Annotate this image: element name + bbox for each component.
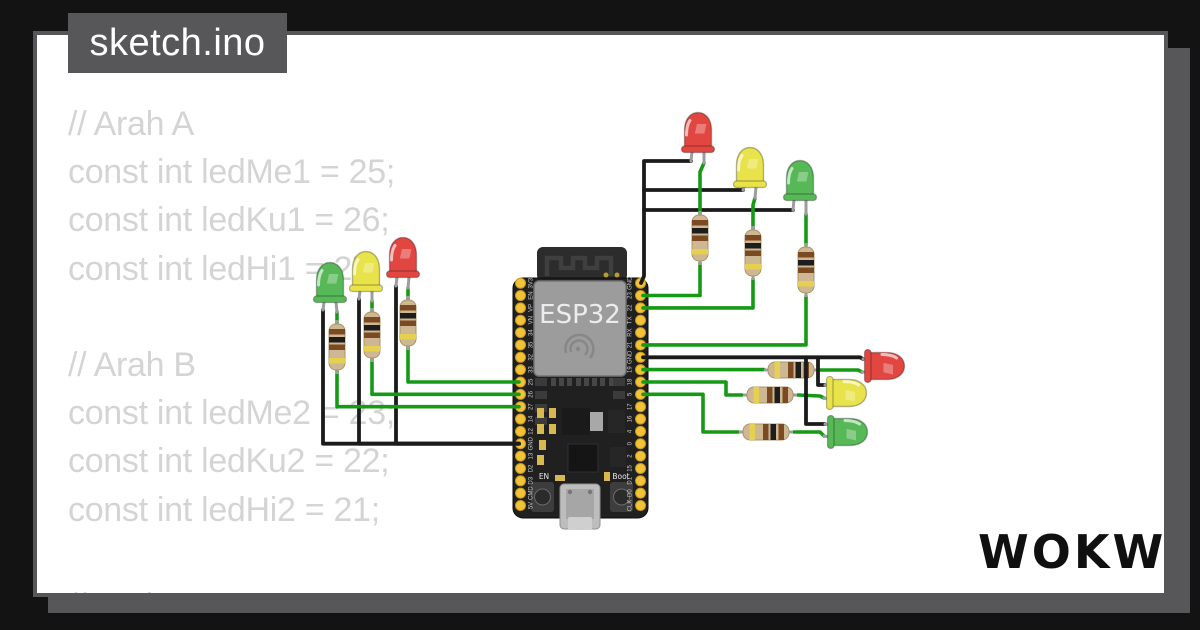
code-preview: // Arah A const int ledMe1 = 25; const int… [68,100,395,593]
code-line [68,293,395,341]
code-line: const int ledHi2 = 21; [68,490,380,529]
code-line: const int ledHi1 = 27; [68,249,380,288]
editor-page: // Arah A const int ledMe1 = 25; const int… [33,31,1168,597]
code-line: const int ledKu1 = 26; [68,201,390,240]
code-line: // Arah B [68,345,196,384]
code-line: const int ledMe1 = 25; [68,153,395,192]
sketch-tab[interactable]: sketch.ino [68,13,287,73]
code-line: const int ledMe2 = 23; [68,394,395,433]
code-line: // Arah A [68,105,194,143]
wokwi-logo: WOKWI [978,525,1168,579]
code-line: const int ledKu2 = 22; [68,442,390,481]
code-line: // Arah C [68,582,395,593]
code-line [68,534,395,582]
sketch-tab-label: sketch.ino [89,21,266,64]
